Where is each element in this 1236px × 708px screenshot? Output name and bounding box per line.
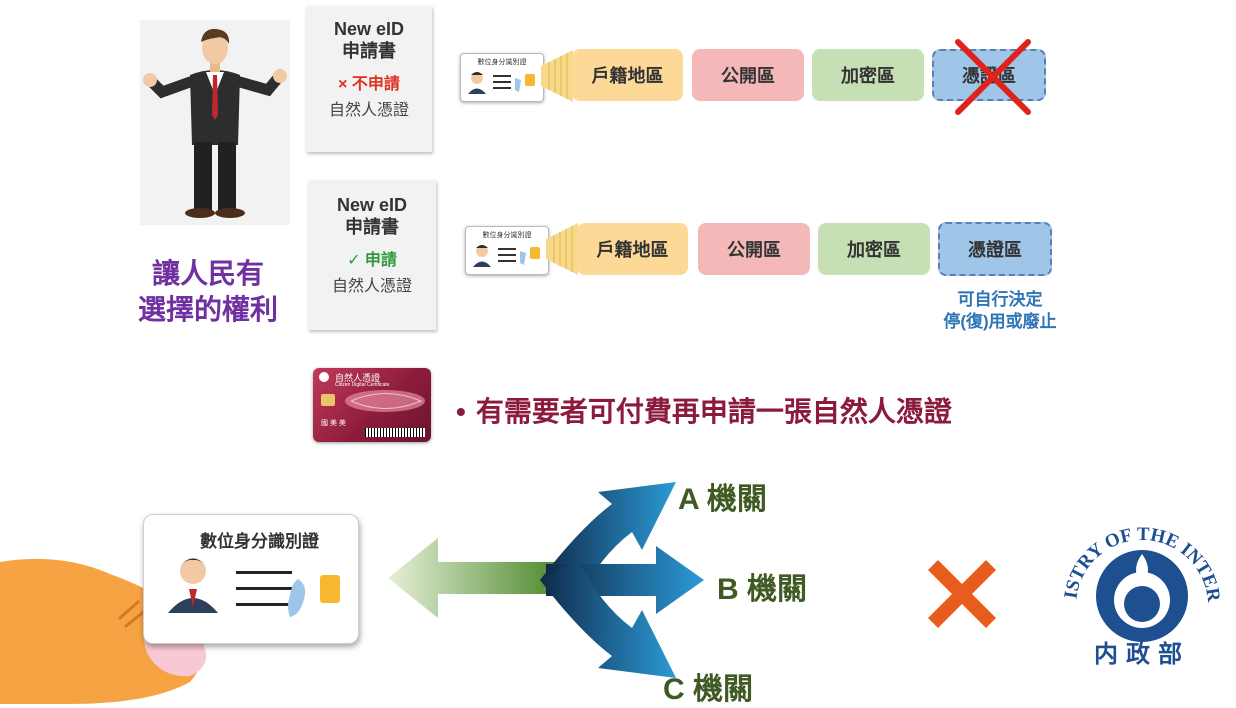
id-card-icon <box>468 72 535 94</box>
card-caption: 數位身分識別證 <box>477 59 527 66</box>
id-card-icon <box>473 245 540 267</box>
card-caption: 數位身分識別證 <box>482 232 532 239</box>
form-title-line2: 申請書 <box>342 41 396 61</box>
prohibit-cross-icon <box>928 560 996 628</box>
businessman-illustration <box>140 20 290 225</box>
form-subtitle: 自然人憑證 <box>328 102 409 119</box>
ministry-of-interior-seal: MINISTRY OF THE INTERIOR 内政部 <box>1050 496 1224 668</box>
cross-out-icon <box>955 39 1031 115</box>
data-flow-arrows <box>388 482 704 678</box>
agency-a-label: A 機關 <box>678 483 767 516</box>
choice-title: 讓人民有 選擇的權利 <box>118 256 298 328</box>
cert-note-line1: 可自行決定 <box>957 290 1043 309</box>
chip-icon <box>321 394 335 406</box>
barcode <box>365 428 425 437</box>
bullet-icon: • <box>456 396 466 427</box>
zone-encrypted: 加密區 <box>818 223 930 275</box>
eid-application-form-declined: New eID 申請書 × 不申請 自然人憑證 <box>306 6 432 152</box>
scan-beam-bottom <box>546 223 578 275</box>
text-line <box>236 603 292 606</box>
form-status-text: 不申請 <box>351 76 400 93</box>
citizen-certificate-card: 自然人憑證 Citizen Digital Certificate 國 美 美 <box>313 368 431 442</box>
choice-title-line1: 讓人民有 <box>151 258 264 289</box>
check-mark-icon: ✓ <box>347 252 361 269</box>
scan-beam-top <box>541 50 573 102</box>
form-title-line1: New eID <box>336 195 408 215</box>
mini-id-card-top: 數位身分識別證 <box>460 53 544 102</box>
text-line <box>236 587 292 590</box>
form-title-line1: New eID <box>333 19 405 39</box>
cert-note: 可自行決定 停(復)用或廢止 <box>905 289 1095 333</box>
agency-c-label: C 機關 <box>663 673 753 706</box>
digital-id-card: 數位身分識別證 <box>143 514 359 644</box>
mini-id-card-bottom: 數位身分識別證 <box>465 226 549 275</box>
seal-chinese-text: 内政部 <box>1094 640 1190 668</box>
form-subtitle: 自然人憑證 <box>331 278 412 295</box>
form-title-line2: 申請書 <box>345 217 399 237</box>
card-caption: 數位身分識別證 <box>200 532 319 551</box>
zone-public: 公開區 <box>692 49 804 101</box>
cross-mark-icon: × <box>338 76 348 93</box>
chip-icon <box>320 575 340 603</box>
form-status-text: 申請 <box>364 252 397 269</box>
logo-icon <box>319 372 329 382</box>
rose-pattern <box>345 390 425 412</box>
text-line <box>236 571 292 574</box>
moica-note-text: 有需要者可付費再申請一張自然人憑證 <box>475 396 952 427</box>
card-english-title: Citizen Digital Certificate <box>335 382 390 388</box>
cert-note-line2: 停(復)用或廢止 <box>943 312 1057 331</box>
taiwan-map-icon <box>288 579 306 617</box>
moica-note: • 有需要者可付費再申請一張自然人憑證 <box>456 390 952 430</box>
eid-application-form-accepted: New eID 申請書 ✓ 申請 自然人憑證 <box>308 180 436 330</box>
card-holder-name: 國 美 美 <box>321 420 346 427</box>
person-icon <box>168 558 218 613</box>
choice-title-line2: 選擇的權利 <box>137 294 278 325</box>
zone-household-registration: 戶籍地區 <box>572 49 683 101</box>
card-title: 自然人憑證 <box>335 373 381 383</box>
zone-encrypted: 加密區 <box>812 49 924 101</box>
zone-household-registration: 戶籍地區 <box>577 223 688 275</box>
agency-b-label: B 機關 <box>717 573 807 606</box>
zone-public: 公開區 <box>698 223 810 275</box>
zone-certificate: 憑證區 <box>938 222 1052 276</box>
